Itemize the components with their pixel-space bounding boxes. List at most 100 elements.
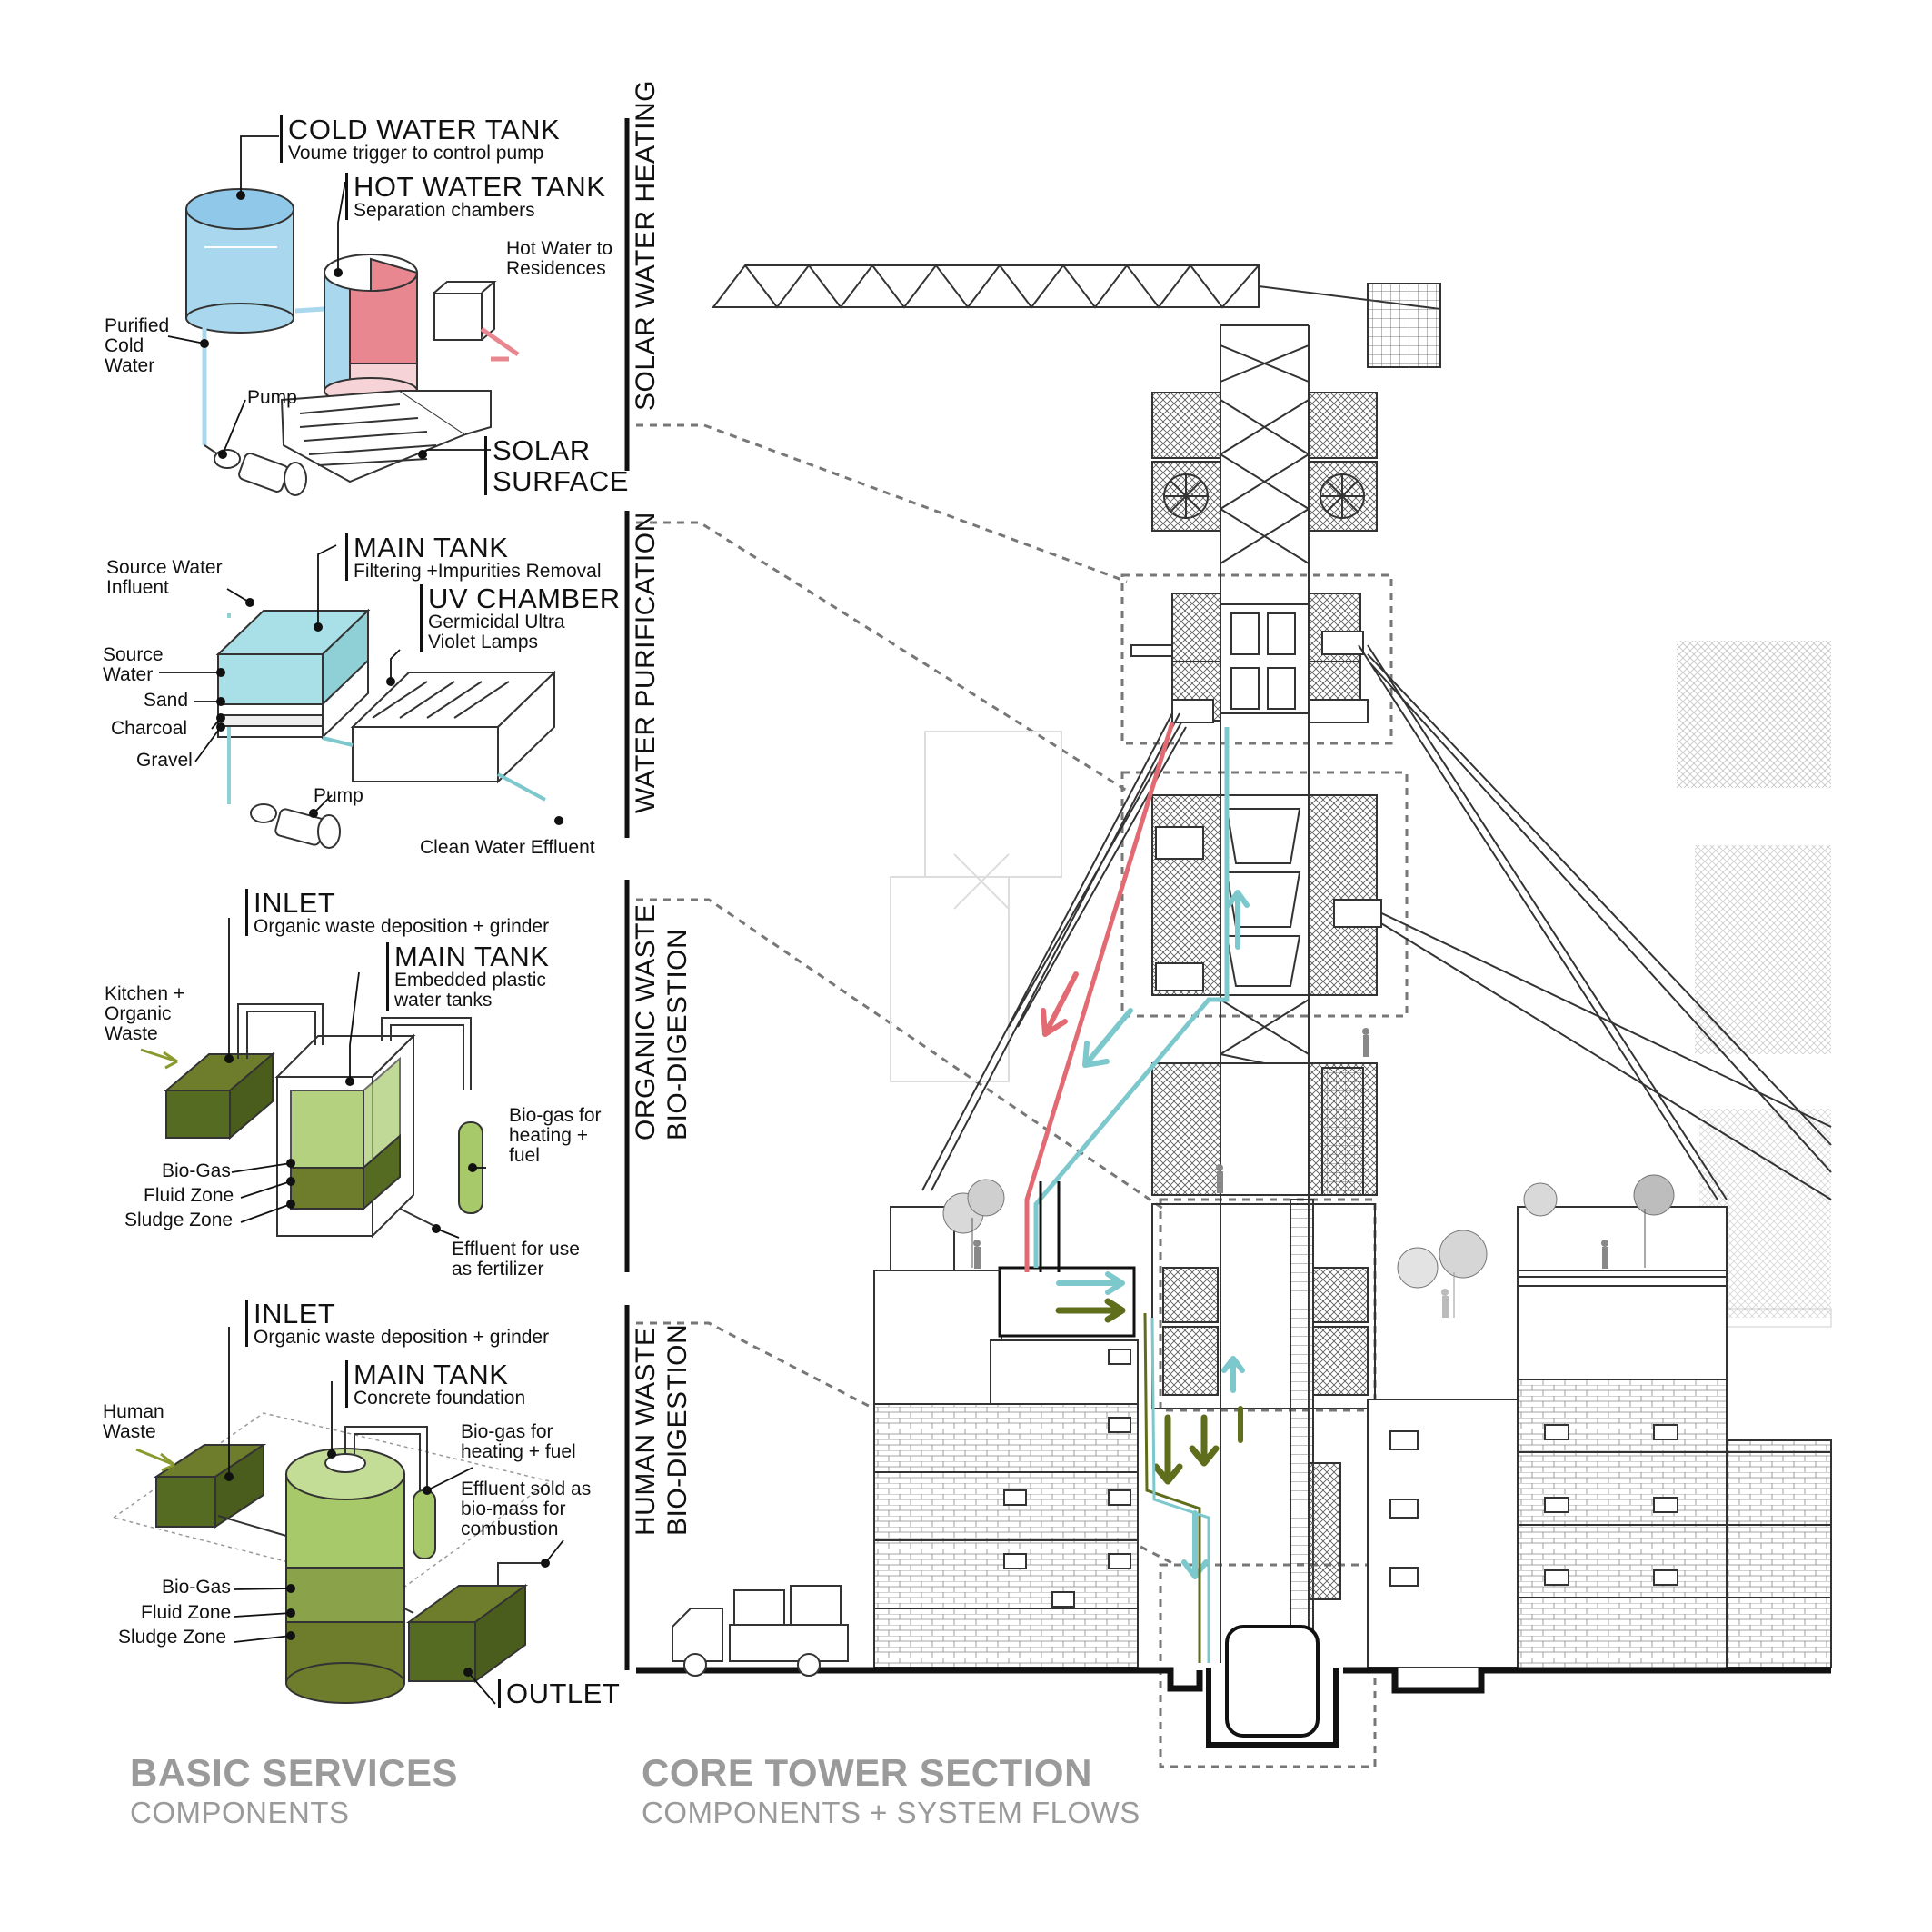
section-title-organic: ORGANIC WASTE BIO-DIGESTION [631,904,693,1140]
human-outlet-label: OUTLET [498,1679,620,1708]
basic-services-subtitle: COMPONENTS [130,1796,350,1829]
organic-main-tank-title: MAIN TANK [394,941,550,972]
organic-sludge-zone-label: Sludge Zone [124,1210,234,1230]
human-main-tank-title: MAIN TANK [354,1359,509,1390]
section-title-organic-line2: BIO-DIGESTION [662,928,692,1140]
label-dots [200,191,563,1677]
fan-icon [1320,473,1365,519]
organic-inlet-subtitle: Organic waste deposition + grinder [254,916,550,937]
solar-panel [280,389,492,483]
organic-effluent-label: Effluent for use as fertilizer [452,1239,580,1280]
kitchen-organic-waste-label: Kitchen + Organic Waste [105,983,185,1045]
water-purification-floors [1130,593,1369,723]
organic-main-tank-subtitle: Embedded plastic water tanks [394,970,546,1011]
organic-pipes [237,1003,472,1228]
right-building [1367,1206,1832,1669]
organic-inlet-title: INLET [254,887,336,919]
cold-water-tank-label: COLD WATER TANK Voume trigger to control… [280,115,560,163]
sand-label: Sand [144,690,189,711]
water-pipes [227,613,546,804]
hot-water-tank-label: HOT WATER TANK Separation chambers [345,173,605,220]
human-effluent-label: Effluent sold as bio-mass for combustion [461,1479,592,1540]
human-inlet-label: INLET Organic waste deposition + grinder [245,1300,549,1347]
human-inlet-subtitle: Organic waste deposition + grinder [254,1327,550,1348]
background-buildings [890,641,1832,1328]
core-tower-subtitle: COMPONENTS + SYSTEM FLOWS [642,1796,1140,1829]
organic-inlet-label: INLET Organic waste deposition + grinder [245,889,549,936]
drain-pipes [1143,1312,1210,1663]
clean-water-effluent-label: Clean Water Effluent [420,837,595,858]
water-main-tank-subtitle: Filtering +Impurities Removal [354,561,602,582]
human-waste-label: Human Waste [103,1401,164,1443]
section-title-solar: SOLAR WATER HEATING [631,80,661,411]
tree-icon [942,1174,1675,1318]
foundation-tank [1206,1625,1339,1748]
hot-water-tank-subtitle: Separation chambers [354,200,535,221]
human-inlet-title: INLET [254,1298,336,1329]
human-main-tank-label: MAIN TANK Concrete foundation [345,1360,525,1408]
human-sludge-zone-label: Sludge Zone [118,1627,227,1648]
arrow-icon [135,1448,175,1472]
arrow-icon [1041,890,1250,1579]
support-cables [921,644,1832,1200]
organic-biogas-label: Bio-Gas [162,1160,231,1181]
pump-icon [204,444,307,496]
leader-lines [636,423,1173,1565]
tower-top-modules [1151,392,1378,532]
water-pump-label: Pump [314,785,363,806]
human-main-tank-subtitle: Concrete foundation [354,1388,526,1409]
solar-surface-label: SOLAR SURFACE [484,436,629,495]
left-building [873,1206,1139,1668]
organic-biogas-use-label: Bio-gas for heating + fuel [509,1105,602,1167]
cold-water-tank-title: COLD WATER TANK [288,114,561,145]
organic-waste-floors [1151,794,1382,996]
section-title-human: HUMAN WASTE BIO-DIGESTION [631,1324,693,1536]
solar-pump-label: Pump [247,387,297,408]
hot-water-tank-title: HOT WATER TANK [354,171,606,203]
cold-water-tank-subtitle: Voume trigger to control pump [288,143,544,164]
section-title-water: WATER PURIFICATION [631,512,661,813]
water-main-tank-label: MAIN TANK Filtering +Impurities Removal [345,533,602,581]
uv-chamber-subtitle: Germicidal Ultra Violet Lamps [428,612,565,653]
hot-water-tank [324,254,419,404]
organic-main-tank-label: MAIN TANK Embedded plastic water tanks [386,942,567,1011]
arrow-icon [140,1048,178,1070]
water-main-tank [215,608,371,740]
section-title-organic-line1: ORGANIC WASTE [631,903,661,1140]
biogas-cylinder [413,1489,436,1559]
human-biogas-use-label: Bio-gas for heating + fuel [461,1421,576,1463]
ground-line [636,1667,1831,1694]
core-tower-title: CORE TOWER SECTION [642,1751,1092,1794]
section-title-human-line1: HUMAN WASTE [631,1327,661,1536]
source-water-label: Source Water [103,644,164,686]
truck-icon [672,1585,849,1677]
mid-tower-floors [1151,1062,1378,1655]
gravel-label: Gravel [136,750,193,771]
human-outlet-box [405,1584,529,1683]
water-main-tank-title: MAIN TANK [354,532,509,563]
human-main-tank [285,1448,405,1704]
human-pipes [217,1426,545,1614]
organic-inlet-box [164,1051,275,1140]
uv-chamber-title: UV CHAMBER [428,583,621,614]
uv-chamber-label: UV CHAMBER Germicidal Ultra Violet Lamps [420,583,621,653]
section-title-human-line2: BIO-DIGESTION [662,1323,692,1536]
human-fluid-zone-label: Fluid Zone [141,1602,232,1623]
pump-icon [250,803,341,849]
organic-main-tank [274,1033,416,1239]
source-water-influent-label: Source Water Influent [106,557,223,599]
fan-icon [1163,473,1209,519]
charcoal-label: Charcoal [111,718,188,739]
person-icon [973,1028,1608,1318]
cold-water-tank [185,188,294,334]
basic-services-title: BASIC SERVICES [130,1751,458,1794]
purified-cold-water-label: Purified Cold Water [105,315,170,377]
human-biogas-label: Bio-Gas [162,1577,231,1598]
organic-fluid-zone-label: Fluid Zone [144,1185,234,1206]
solar-surface-line2: SURFACE [493,465,629,497]
human-inlet-box [153,1443,267,1529]
uv-chamber [350,670,557,784]
flow-arrows [1024,722,1230,1272]
solar-surface-line1: SOLAR [493,434,591,466]
